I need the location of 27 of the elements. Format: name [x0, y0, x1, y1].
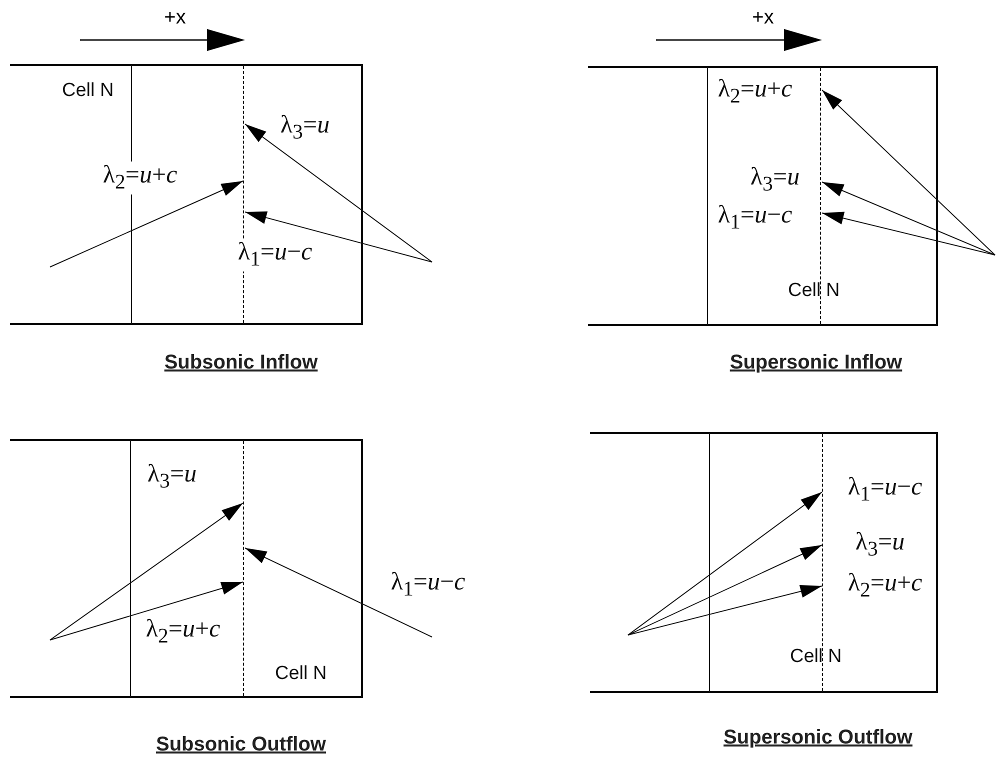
dashed-boundary-line — [822, 434, 824, 691]
arrow — [822, 212, 996, 256]
arrow — [628, 544, 822, 636]
dashed-boundary-line — [820, 68, 822, 324]
axis-label: +x — [752, 6, 774, 30]
arrow — [50, 582, 244, 640]
arrow — [50, 502, 244, 640]
arrow — [244, 548, 432, 638]
dashed-boundary-line — [243, 441, 245, 696]
axis-label: +x — [164, 6, 186, 30]
arrow — [244, 124, 432, 262]
arrow — [628, 585, 822, 636]
arrow — [822, 182, 996, 256]
cell-label: Cell N — [788, 280, 840, 302]
edge-label: λ$_{1}$=u−c — [236, 238, 314, 272]
panel-title: Subsonic Outflow — [156, 734, 326, 756]
panel-title: Supersonic Inflow — [730, 352, 902, 374]
panel-title: Supersonic Outflow — [724, 726, 912, 750]
panel-title: Subsonic Inflow — [164, 352, 318, 374]
edge-label: λ$_{2}$=u+c — [100, 162, 180, 194]
arrow — [628, 492, 822, 636]
arrow — [50, 180, 244, 268]
arrow — [244, 211, 432, 262]
arrow — [822, 90, 996, 256]
cell-label: Cell N — [275, 663, 327, 685]
cell-label: Cell N — [790, 646, 842, 668]
cell-label: Cell N — [62, 80, 114, 102]
